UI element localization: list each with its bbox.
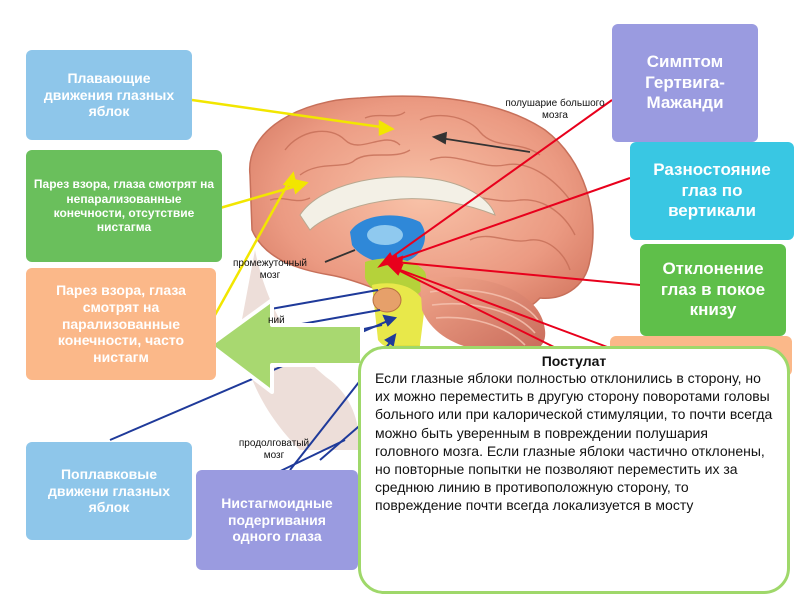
cerebrum [249, 95, 594, 322]
nystagmoid-twitching-box: Нистагмоидные подергивания одного глаза [196, 470, 358, 570]
postulate-callout: Постулат Если глазные яблоки полностью о… [358, 346, 790, 594]
label-partial: ний [268, 315, 285, 326]
big-green-arrow [208, 298, 364, 394]
red-arrows [377, 99, 641, 351]
gaze-paresis-paralyzed-box: Парез взора, глаза смотрят на парализова… [26, 268, 216, 380]
gaze-paresis-nonparalyzed-box: Парез взора, глаза смотрят на непарализо… [26, 150, 222, 262]
gyri [269, 111, 576, 271]
postulate-title: Постулат [541, 353, 607, 369]
label-medulla: продолговатый мозг [238, 438, 310, 461]
label-hemisphere: полушарие большого мозга [505, 98, 605, 121]
bobbing-eye-movements-box: Поплавковые движени глазных яблок [26, 442, 192, 540]
hertwig-magendie-box: Симптом Гертвига-Мажанди [612, 24, 758, 142]
label-arrows [324, 131, 531, 263]
floating-eye-movements-box: Плавающие движения глазных яблок [26, 50, 192, 140]
ventricle-highlight [367, 225, 403, 245]
downward-deviation-box: Отклонение глаз в покое книзу [640, 244, 786, 336]
yellow-arrows [191, 98, 395, 316]
vertical-divergence-box: Разностояние глаз по вертикали [630, 142, 794, 240]
pituitary [372, 287, 402, 313]
label-diencephalon: промежуточный мозг [233, 258, 307, 281]
postulate-text: Если глазные яблоки полностью отклонилис… [375, 370, 773, 514]
corpus-callosum [299, 176, 496, 231]
